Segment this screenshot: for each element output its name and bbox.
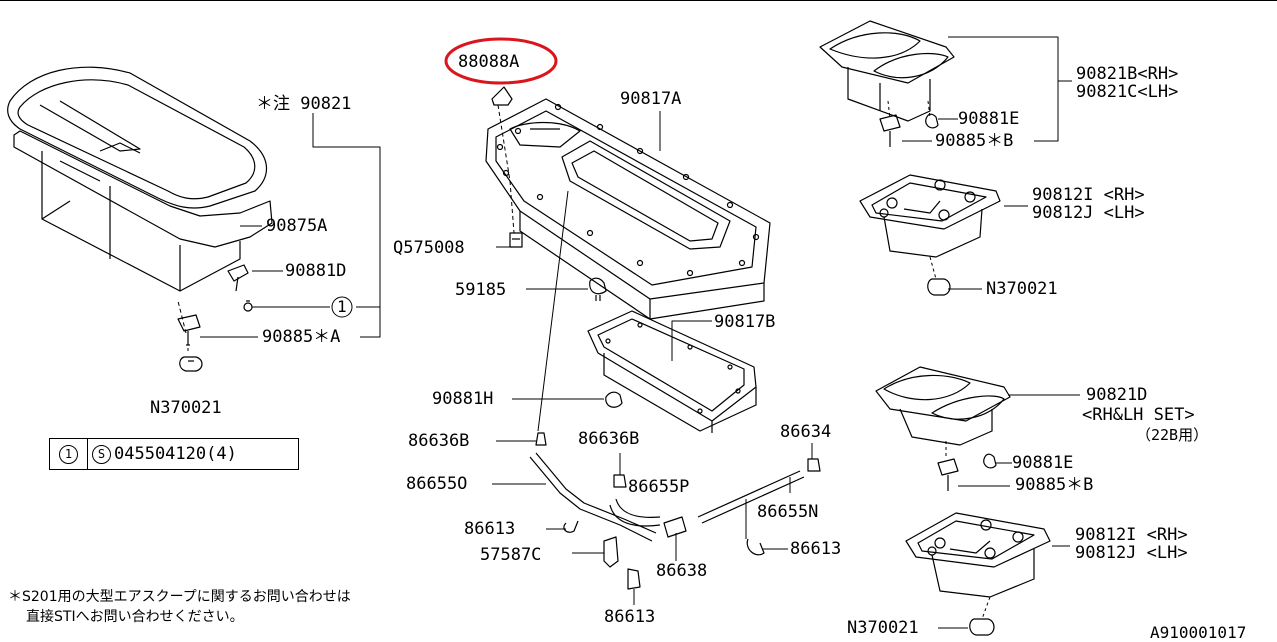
part-label-90885A[interactable]: 90885＊A <box>262 327 341 347</box>
part-label-90881H[interactable]: 90881H <box>432 389 494 409</box>
footnote-line-2: 直接STIへお問い合わせください。 <box>26 609 244 625</box>
part-label-90821D-model: （22B用） <box>1136 426 1209 444</box>
duct-90821D-drawing <box>875 366 1011 446</box>
part-label-90821D[interactable]: 90821D <box>1086 385 1148 405</box>
pan-fasteners <box>491 86 607 301</box>
part-label-90812J-top[interactable]: 90812J <LH> <box>1032 203 1145 223</box>
part-label-86634[interactable]: 86634 <box>780 422 832 442</box>
part-label-86613-a[interactable]: 86613 <box>464 519 516 539</box>
part-label-90881E-bottom[interactable]: 90881E <box>1012 453 1074 473</box>
part-label-59185[interactable]: 59185 <box>455 280 507 300</box>
pan-90817B-drawing <box>587 310 757 433</box>
legend-box: 1 S 045504120(4) <box>49 438 299 470</box>
fasteners-left <box>177 264 253 372</box>
part-label-N370021-right[interactable]: N370021 <box>986 279 1058 299</box>
part-label-90817A[interactable]: 90817A <box>620 89 682 109</box>
part-label-57587C[interactable]: 57587C <box>480 545 542 565</box>
leader-lines-right <box>887 36 1080 629</box>
hood-scoop-drawing <box>7 66 273 292</box>
part-label-90821D-set: <RH&LH SET> <box>1082 405 1195 425</box>
reference-circle-1 <box>331 296 353 318</box>
part-label-86613-c[interactable]: 86613 <box>604 607 656 627</box>
part-label-86636B-right[interactable]: 86636B <box>578 429 640 449</box>
reference-number-1: 1 <box>337 297 347 316</box>
part-label-90821B[interactable]: 90821B<RH> <box>1076 64 1179 84</box>
legend-s-mark: S <box>92 444 111 464</box>
pan-90817A-drawing <box>485 98 771 320</box>
part-label-90817B[interactable]: 90817B <box>714 312 776 332</box>
part-label-90885B-top[interactable]: 90885＊B <box>935 131 1014 151</box>
part-label-86638[interactable]: 86638 <box>656 561 708 581</box>
highlight-circle <box>444 37 558 85</box>
fasteners-right <box>879 113 997 636</box>
legend-circle-cell: 1 <box>50 439 88 469</box>
pan-bolt-holes <box>496 103 760 277</box>
part-label-Q575008[interactable]: Q575008 <box>393 238 465 258</box>
part-label-90812I-top[interactable]: 90812I <RH> <box>1032 185 1145 205</box>
part-label-90881D[interactable]: 90881D <box>285 261 347 281</box>
part-label-88088A[interactable]: 88088A <box>458 52 520 72</box>
part-label-90812I-bottom[interactable]: 90812I <RH> <box>1075 525 1188 545</box>
part-label-N370021-left[interactable]: N370021 <box>150 398 222 418</box>
part-label-86655N[interactable]: 86655N <box>757 502 819 522</box>
legend-circle-number: 1 <box>59 444 78 464</box>
part-label-86613-b[interactable]: 86613 <box>790 539 842 559</box>
leader-lines-center <box>492 104 813 605</box>
part-label-N370021-bottom[interactable]: N370021 <box>847 618 919 638</box>
legend-code-cell: S 045504120(4) <box>88 439 298 469</box>
part-label-90875A[interactable]: 90875A <box>266 216 328 236</box>
part-label-90821C[interactable]: 90821C<LH> <box>1076 82 1179 102</box>
leader-lines-left <box>177 113 381 351</box>
footnote-line-1: ＊S201用の大型エアスクープに関するお問い合わせは <box>8 589 351 605</box>
duct-90812IJ-bottom-drawing <box>905 512 1051 598</box>
part-label-90881E-top[interactable]: 90881E <box>958 109 1020 129</box>
hose-assembly-drawing <box>529 432 821 590</box>
legend-part-code[interactable]: 045504120(4) <box>114 444 237 464</box>
duct-90812IJ-top-drawing <box>859 174 1001 258</box>
part-label-90885B-bottom[interactable]: 90885＊B <box>1015 475 1094 495</box>
part-label-86655P[interactable]: 86655P <box>628 477 690 497</box>
part-label-86636B-left[interactable]: 86636B <box>408 431 470 451</box>
drawing-reference: A910001017 <box>1150 623 1247 642</box>
part-label-86655O[interactable]: 86655O <box>406 474 468 494</box>
duct-90821BC-drawing <box>819 20 955 122</box>
part-label-90821-note[interactable]: ＊注 90821 <box>256 94 352 114</box>
part-label-90812J-bottom[interactable]: 90812J <LH> <box>1075 543 1188 563</box>
